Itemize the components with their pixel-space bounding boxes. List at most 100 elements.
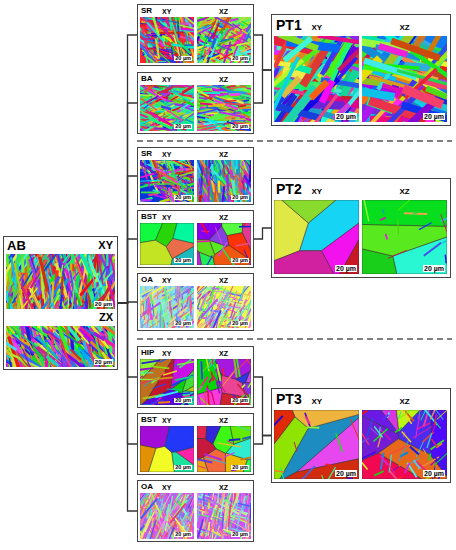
grain [70,281,75,309]
grain [140,197,153,202]
grain [24,254,37,273]
view-label: XY [162,8,171,15]
connector-line [118,103,137,303]
grain [144,85,168,88]
panel-label: PT1 [276,18,302,32]
grain [42,254,62,273]
ebsd-map [362,36,447,122]
view-label: XY [98,240,113,251]
grain [55,326,69,351]
grain [197,113,217,124]
grain [224,100,236,102]
grain [179,171,194,177]
grain [309,79,330,100]
grain [226,121,250,129]
connector-line [254,35,271,70]
grain [223,41,231,63]
grain [198,100,204,103]
grain [155,38,161,59]
grain [241,30,248,35]
post-treatment-panel: PT1XYXZ20 µm20 µm [271,14,451,126]
scale-bar-label: 20 µm [231,124,249,130]
grain [245,33,250,41]
grain [71,254,75,264]
grain [184,160,193,170]
grain [179,179,185,189]
grain [187,184,193,186]
grain [240,45,247,49]
grain [230,86,246,90]
grain [199,37,207,59]
grain [245,17,251,34]
grain [189,175,193,183]
view-label: XY [162,76,171,83]
grain [233,119,245,120]
grain [181,22,190,25]
grain [141,192,162,194]
view-label: XY [312,24,323,32]
grain [203,91,212,93]
grain [363,58,417,80]
grain [165,17,171,27]
grain [140,41,153,59]
connector-line [118,176,137,303]
grain [154,184,169,192]
grain [153,167,165,173]
grain [179,30,194,33]
grain [177,40,192,54]
grain [185,61,194,63]
grain [38,256,49,292]
grain [32,295,46,309]
grain [46,342,51,367]
grain [219,111,245,118]
view-label: XZ [219,76,228,83]
grain [336,71,359,119]
grain [15,254,31,265]
grain [209,17,234,27]
grain [188,35,194,43]
grain [184,32,189,42]
view-label: XZ [219,8,228,15]
grain [197,109,218,116]
grain [50,329,54,344]
grain [158,91,172,99]
grain [337,42,359,72]
grain [181,17,194,31]
connector-line [254,377,271,436]
grain [390,38,441,62]
grain [106,254,109,266]
grain [201,126,214,130]
grain [159,53,173,63]
grain [55,341,80,367]
grain [147,116,172,130]
grain [206,47,211,55]
grain [14,263,23,299]
grain [229,18,238,22]
grain [318,36,359,47]
grain [197,114,205,119]
grain [187,101,194,108]
grain [206,57,211,63]
grain [158,41,165,47]
grain [6,340,17,352]
grain [166,161,172,171]
grain [218,119,228,121]
grain [200,103,213,106]
view-label: XZ [400,24,410,32]
grain [199,22,203,32]
grain [140,171,144,172]
grain [17,353,29,367]
scale-bar-label: 20 µm [174,124,192,130]
scale-bar-label: 20 µm [174,56,192,62]
grain [169,102,180,103]
grain [401,84,444,108]
grain [6,328,30,346]
grain [140,180,160,182]
connector-line [118,303,137,511]
grain [157,86,174,94]
grain [140,179,146,185]
group-separator [137,338,452,340]
connector-line [254,70,271,103]
grain [7,295,11,309]
scale-bar-label: 20 µm [94,359,113,365]
